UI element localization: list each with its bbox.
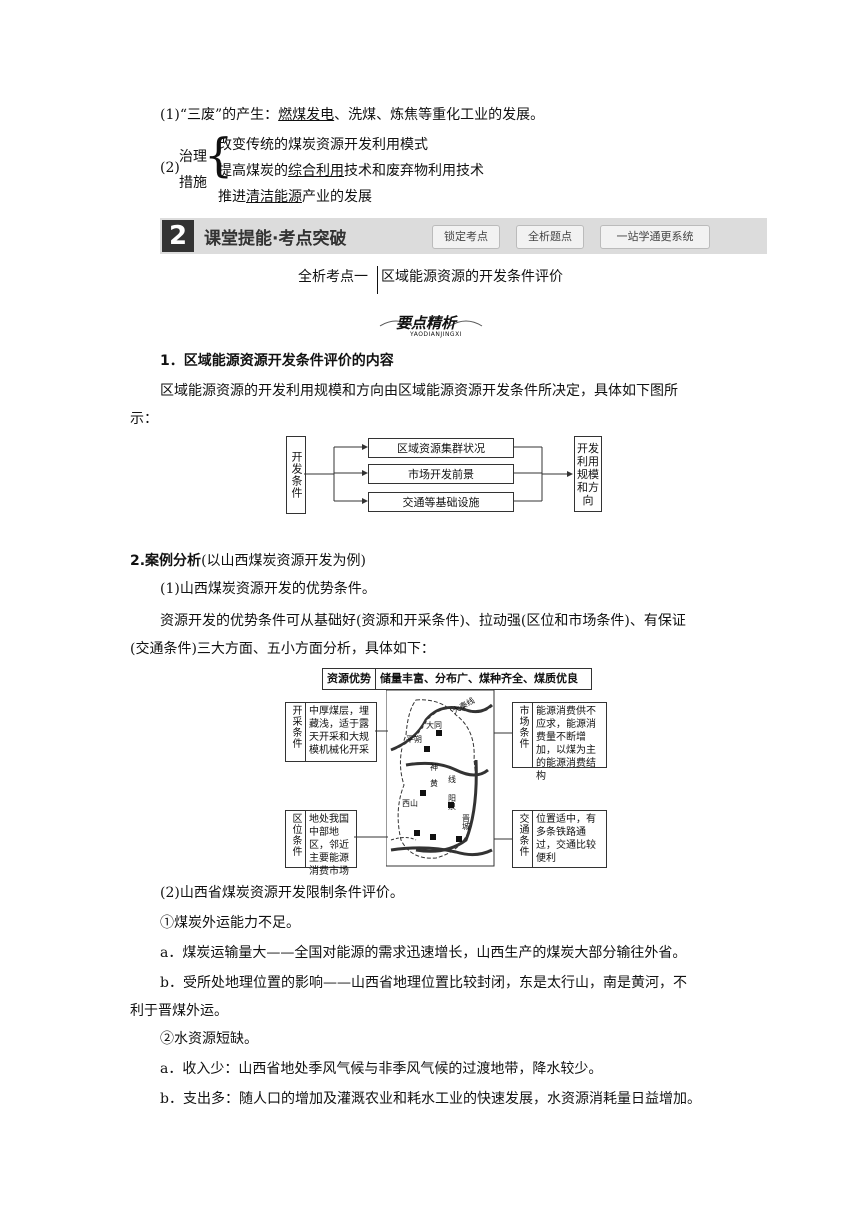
flow-right-box: 开发利用规模和方向: [574, 436, 602, 512]
connector-transport: [494, 838, 512, 840]
key-points-pinyin: YAODIANJINGXI: [410, 331, 462, 338]
shanxi-map: 大同 平朔 大秦线 神 黄 线 西山 阳泉 晋城: [386, 690, 495, 867]
transport-box: 交通条件 位置适中，有多条铁路通过，交通比较便利: [512, 810, 607, 868]
constraint-2: ②水资源短缺。: [160, 1031, 258, 1047]
waste-underlined: 燃煤发电: [278, 107, 335, 123]
place-label: 平朔: [406, 734, 422, 744]
banner-title: 课堂提能·考点突破: [204, 229, 347, 249]
governance-brace: {: [204, 128, 234, 182]
section-heading-right: 区域能源资源的开发条件评价: [381, 269, 563, 285]
key-points-title: 要点精析: [396, 314, 457, 332]
place-label: 大同: [426, 720, 442, 730]
banner-number: 2: [162, 220, 194, 252]
governance-item: 推进清洁能源产业的发展: [218, 189, 372, 205]
heading-1: 1．区域能源资源开发条件评价的内容: [160, 353, 394, 369]
paragraph-1-cont: 示：: [130, 411, 158, 427]
place-label: 线: [448, 774, 456, 784]
flow-middle-box: 交通等基础设施: [368, 492, 514, 512]
analyze-points-button[interactable]: 全析题点: [516, 225, 584, 249]
paragraph-2: 资源开发的优势条件可从基础好(资源和开采条件)、拉动强(区位和市场条件)、有保证: [160, 613, 686, 629]
section-heading-divider: [377, 266, 378, 294]
subheading-1: (1)山西煤炭资源开发的优势条件。: [160, 581, 376, 597]
place-label: 西山: [402, 798, 418, 808]
market-box: 市场条件 能源消费供不应求，能源消费量不断增加，以煤为主的能源消费结构: [512, 702, 607, 782]
mining-box: 开采条件 中厚煤层，埋藏浅，适于露天开采和大规模机械化开采: [285, 702, 377, 762]
constraint-1b-cont: 利于晋煤外运。: [130, 1003, 228, 1019]
heading-2: 2.案例分析(以山西煤炭资源开发为例): [130, 553, 366, 569]
waste-rest: 、洗煤、炼焦等重化工业的发展。: [334, 107, 545, 123]
place-label: 神: [430, 762, 438, 772]
connector-mining: [375, 730, 388, 732]
paragraph-1: 区域能源资源的开发利用规模和方向由区域能源资源开发条件所决定，具体如下图所: [160, 383, 678, 399]
location-box: 区位条件 地处我国中部地区，邻近主要能源消费市场: [285, 810, 357, 877]
lock-points-button[interactable]: 锁定考点: [432, 225, 500, 249]
paragraph-2-cont: (交通条件)三大方面、五小方面分析，具体如下：: [130, 641, 435, 657]
place-label: 黄: [430, 778, 438, 788]
governance-number: (2): [160, 160, 180, 176]
flow-arrows: [304, 444, 573, 504]
waste-line: (1)“三废”的产生：燃煤发电、洗煤、炼焦等重化工业的发展。: [160, 104, 544, 124]
section-heading-left: 全析考点一: [298, 269, 368, 285]
constraint-2a: a．收入少：山西省地处季风气候与非季风气候的过渡地带，降水较少。: [160, 1061, 603, 1077]
learn-system-button[interactable]: 一站学通更系统: [600, 225, 710, 249]
governance-item: 改变传统的煤炭资源开发利用模式: [218, 137, 428, 153]
place-label: 阳泉: [448, 794, 457, 810]
waste-prefix: (1)“三废”的产生：: [160, 107, 279, 123]
subheading-2: (2)山西省煤炭资源开发限制条件评价。: [160, 885, 404, 901]
resource-box: 资源优势 储量丰富、分布广、煤种齐全、煤质优良: [322, 668, 592, 690]
constraint-1: ①煤炭外运能力不足。: [160, 915, 300, 931]
governance-item: 提高煤炭的综合利用技术和废弃物利用技术: [218, 163, 484, 179]
constraint-1a: a．煤炭运输量大——全国对能源的需求迅速增长，山西生产的煤炭大部分输往外省。: [160, 945, 687, 961]
connector-location: [354, 836, 388, 838]
governance-label-top: 治理: [179, 149, 207, 165]
key-points-ornament: [379, 320, 483, 327]
connector-market: [494, 732, 512, 734]
flow-middle-box: 市场开发前景: [368, 464, 514, 484]
flow-middle-box: 区域资源集群状况: [368, 438, 514, 458]
flow-left-box: 开发条件: [286, 436, 306, 514]
section-banner: 2 课堂提能·考点突破 锁定考点 全析题点 一站学通更系统: [160, 218, 767, 254]
constraint-1b: b．受所处地理位置的影响——山西省地理位置比较封闭，东是太行山，南是黄河，不: [160, 975, 687, 991]
governance-label-bottom: 措施: [179, 175, 207, 191]
constraint-2b: b．支出多：随人口的增加及灌溉农业和耗水工业的快速发展，水资源消耗量日益增加。: [160, 1091, 701, 1107]
place-label: 晋城: [462, 814, 471, 831]
